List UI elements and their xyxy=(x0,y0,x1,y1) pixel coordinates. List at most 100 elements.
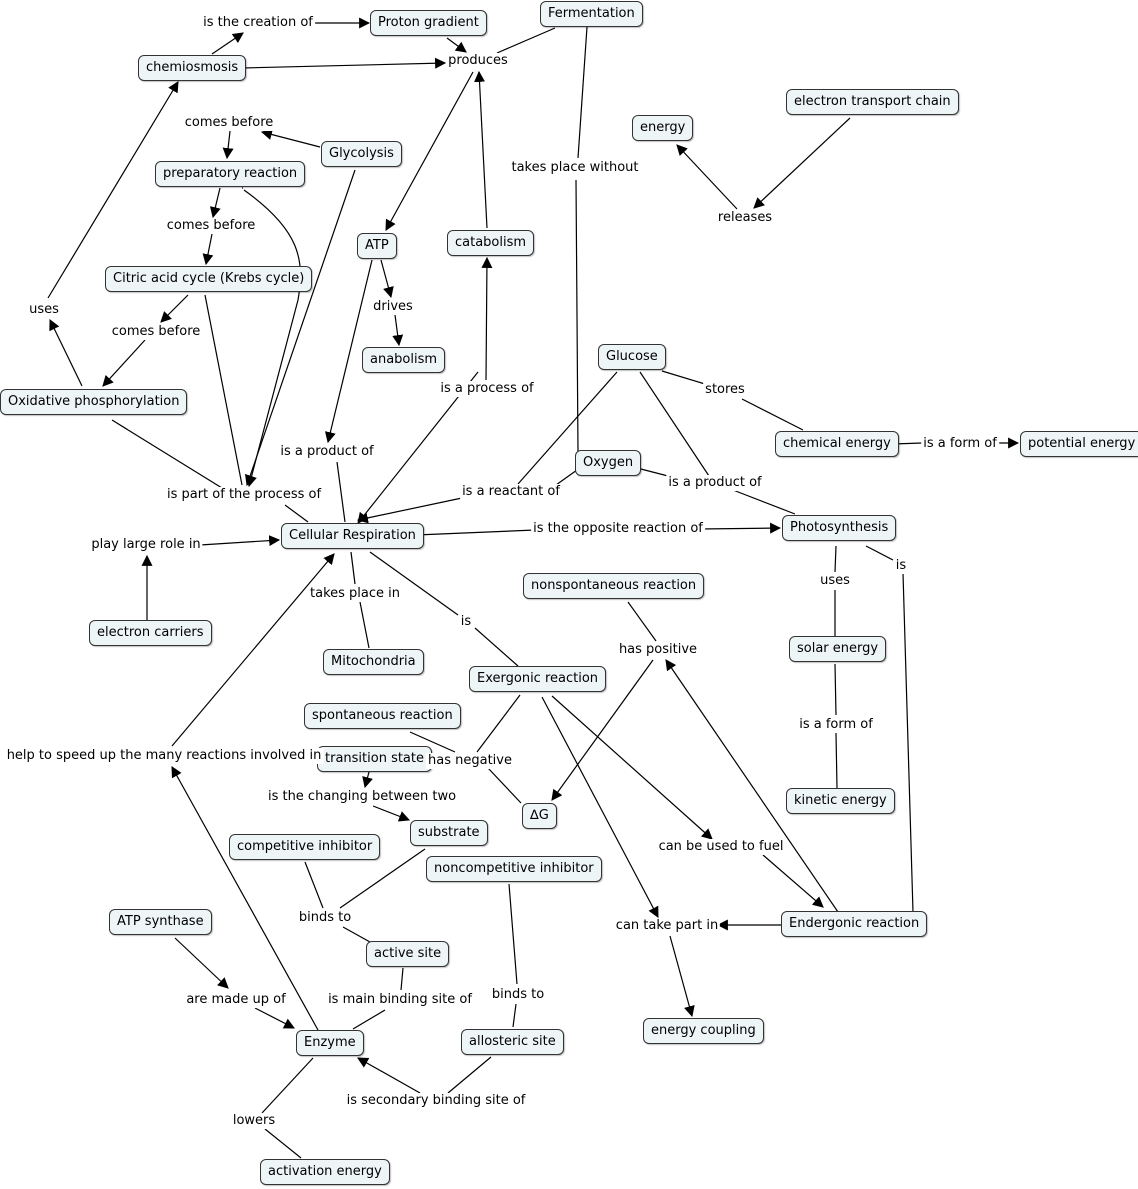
concept-kinetic-energy[interactable]: kinetic energy xyxy=(786,788,895,814)
concept-spontaneous-reaction[interactable]: spontaneous reaction xyxy=(304,703,461,729)
concept-competitive-inhibitor[interactable]: competitive inhibitor xyxy=(229,834,381,860)
connector xyxy=(834,545,837,573)
concept-electron-carriers[interactable]: electron carriers xyxy=(89,620,212,646)
connector xyxy=(476,694,521,753)
link-is-part-of-the-process-of: is part of the process of xyxy=(164,487,324,503)
connector xyxy=(209,187,221,219)
connector xyxy=(474,627,519,667)
concept-oxidative-phosphorylation[interactable]: Oxidative phosphorylation xyxy=(0,389,188,415)
concept-endergonic-reaction[interactable]: Endergonic reaction xyxy=(781,911,928,937)
link-is-the-changing-between-two: is the changing between two xyxy=(265,789,459,805)
concept-oxygen[interactable]: Oxygen xyxy=(575,450,642,476)
link-is: is xyxy=(458,614,474,630)
concept-chemical-energy[interactable]: chemical energy xyxy=(775,431,899,457)
concept-fermentation[interactable]: Fermentation xyxy=(540,1,643,27)
concept-citric-acid-cycle[interactable]: Citric acid cycle (Krebs cycle) xyxy=(105,266,313,292)
connector xyxy=(111,419,223,489)
connector xyxy=(902,572,914,913)
concept-preparatory-reaction[interactable]: preparatory reaction xyxy=(155,161,306,187)
concept-exergonic-reaction[interactable]: Exergonic reaction xyxy=(469,666,607,692)
connector xyxy=(508,883,518,985)
connector xyxy=(669,935,695,1018)
connector xyxy=(359,601,370,649)
connector xyxy=(762,854,824,908)
connector xyxy=(496,27,556,54)
concept-nonspontaneous-reaction[interactable]: nonspontaneous reaction xyxy=(523,573,705,599)
concept-proton-gradient[interactable]: Proton gradient xyxy=(370,10,487,36)
connector xyxy=(577,26,588,159)
connector xyxy=(676,144,738,210)
link-comes-before: comes before xyxy=(182,115,276,131)
connector xyxy=(357,371,479,524)
connector xyxy=(339,848,426,909)
link-is-a-product-of: is a product of xyxy=(278,444,376,460)
connector xyxy=(636,467,669,477)
connector xyxy=(865,545,894,561)
link-is-main-binding-site-of: is main binding site of xyxy=(326,992,474,1008)
connector xyxy=(392,314,404,347)
link-can-be-used-to-fuel: can be used to fuel xyxy=(656,839,786,855)
connector xyxy=(160,294,189,323)
concept-chemiosmosis[interactable]: chemiosmosis xyxy=(138,55,247,81)
concept-solar-energy[interactable]: solar energy xyxy=(789,636,887,662)
connector xyxy=(487,767,522,804)
link-binds-to: binds to xyxy=(489,987,547,1003)
connector xyxy=(356,497,463,524)
concept-photosynthesis[interactable]: Photosynthesis xyxy=(782,515,897,541)
link-produces: produces xyxy=(446,53,510,69)
link-is-a-form-of: is a form of xyxy=(921,436,999,452)
concept-transition-state[interactable]: transition state xyxy=(317,746,432,772)
concept-mitochondria[interactable]: Mitochondria xyxy=(323,649,424,675)
connector xyxy=(661,370,706,385)
concept-glycolysis[interactable]: Glycolysis xyxy=(321,141,402,167)
connector xyxy=(835,732,838,789)
concept-potential-energy[interactable]: potential energy xyxy=(1020,431,1138,457)
connector xyxy=(551,659,654,801)
link-is: is xyxy=(893,558,909,574)
connector xyxy=(174,937,229,989)
concept-electron-transport-chain[interactable]: electron transport chain xyxy=(786,89,959,115)
concept-atp-synthase[interactable]: ATP synthase xyxy=(109,909,212,935)
link-drives: drives xyxy=(371,299,415,315)
link-is-a-form-of: is a form of xyxy=(797,717,875,733)
connector xyxy=(362,771,373,789)
concept-energy-coupling[interactable]: energy coupling xyxy=(643,1018,764,1044)
link-stores: stores xyxy=(703,382,747,398)
concept-substrate[interactable]: substrate xyxy=(410,820,488,846)
connector xyxy=(102,339,146,387)
concept-activation-energy[interactable]: activation energy xyxy=(260,1159,390,1185)
concept-atp[interactable]: ATP xyxy=(357,233,397,259)
concept-catabolism[interactable]: catabolism xyxy=(447,230,535,256)
concept-allosteric-site[interactable]: allosteric site xyxy=(461,1029,564,1055)
connector xyxy=(336,461,346,523)
connector xyxy=(171,553,335,747)
connector xyxy=(474,70,488,229)
connector xyxy=(517,371,618,485)
concept-glucose[interactable]: Glucose xyxy=(598,344,666,370)
concept-noncompetitive-inhibitor[interactable]: noncompetitive inhibitor xyxy=(426,856,602,882)
connector xyxy=(261,1057,314,1114)
link-has-positive: has positive xyxy=(616,642,700,658)
connector xyxy=(204,294,243,486)
concept-active-site[interactable]: active site xyxy=(366,941,450,967)
connector xyxy=(243,189,301,488)
link-releases: releases xyxy=(715,210,775,226)
link-uses: uses xyxy=(818,573,852,589)
concept-energy[interactable]: energy xyxy=(632,115,694,141)
concept-delta-g[interactable]: ∆G xyxy=(522,803,557,829)
connector xyxy=(732,489,796,515)
connector xyxy=(49,319,83,387)
link-uses: uses xyxy=(27,302,61,318)
concept-enzyme[interactable]: Enzyme xyxy=(296,1030,364,1056)
link-binds-to: binds to xyxy=(296,910,354,926)
link-is-a-product-of: is a product of xyxy=(666,475,764,491)
connector xyxy=(260,129,321,148)
connector xyxy=(245,169,356,487)
link-takes-place-in: takes place in xyxy=(308,586,402,602)
connector xyxy=(342,926,371,943)
concept-anabolism[interactable]: anabolism xyxy=(362,347,446,373)
connector xyxy=(199,535,281,547)
link-comes-before: comes before xyxy=(164,218,258,234)
concept-cellular-respiration[interactable]: Cellular Respiration xyxy=(281,523,424,549)
connector xyxy=(352,1009,386,1030)
